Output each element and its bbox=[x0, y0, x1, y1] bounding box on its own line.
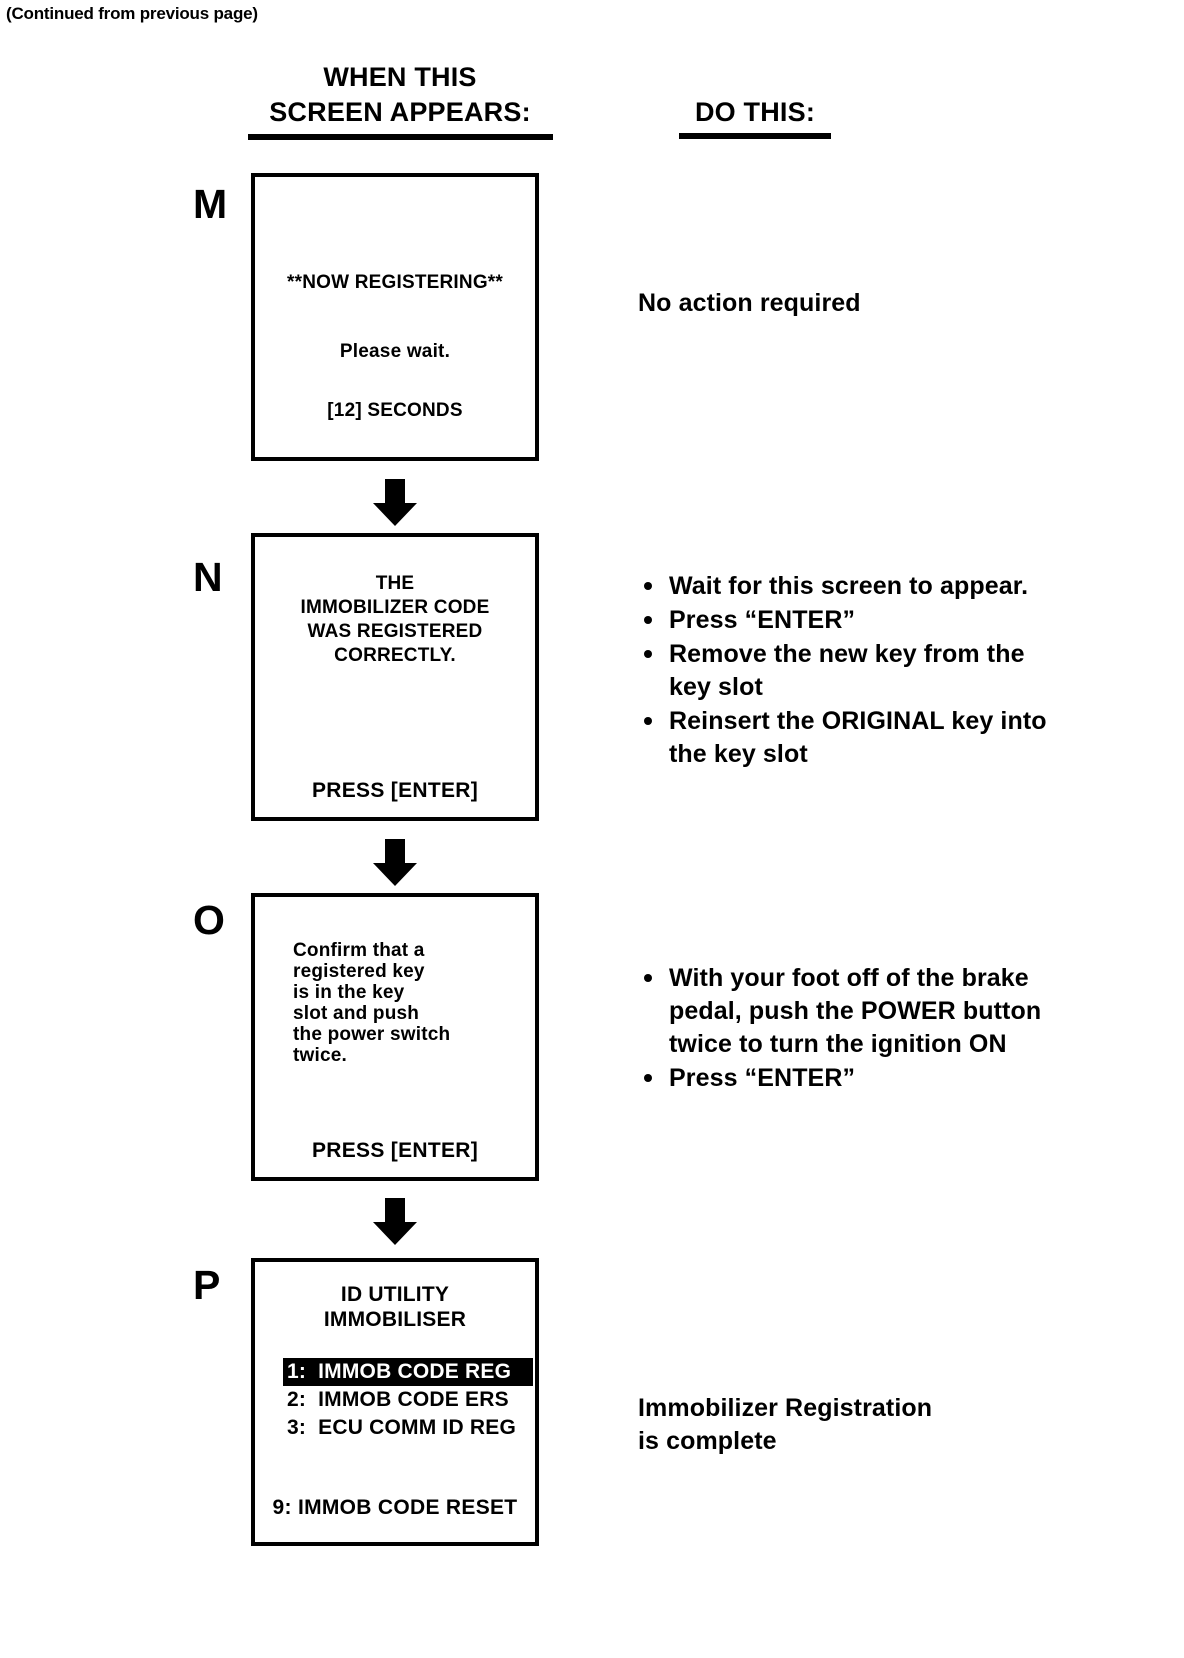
screen-o-line-1: Confirm that a bbox=[293, 940, 425, 961]
screen-n-line-4: CORRECTLY. bbox=[334, 645, 456, 666]
screen-o-line-2: registered key bbox=[293, 961, 425, 982]
bullet-icon bbox=[644, 717, 652, 725]
menu-item-immob-code-reset[interactable]: 9: IMMOB CODE RESET bbox=[272, 1496, 518, 1519]
instruction-o-item-2: Press “ENTER” bbox=[638, 1062, 1068, 1095]
screen-m-line-2: Please wait. bbox=[339, 341, 451, 362]
screen-o-line-3: is in the key bbox=[293, 982, 405, 1003]
screen-n-line-3: WAS REGISTERED bbox=[307, 621, 483, 642]
column-header-right-label: DO THIS: bbox=[694, 97, 816, 127]
device-screen-n: THE IMMOBILIZER CODE WAS REGISTERED CORR… bbox=[251, 533, 539, 821]
menu-item-immob-code-ers[interactable]: 2: IMMOB CODE ERS bbox=[287, 1388, 509, 1412]
instruction-n-item-3: Remove the new key from the key slot bbox=[638, 638, 1058, 704]
screen-p-title-line2: IMMOBILISER bbox=[323, 1308, 467, 1331]
screen-o-line-5: the power switch bbox=[293, 1024, 451, 1045]
instruction-n-item-2: Press “ENTER” bbox=[638, 604, 1058, 637]
screen-m-line-3: [12] SECONDS bbox=[327, 400, 463, 421]
instruction-o-item-2-label: Press “ENTER” bbox=[669, 1064, 856, 1092]
column-header-do-this: DO THIS: bbox=[660, 97, 850, 139]
column-header-right-underline bbox=[679, 133, 831, 139]
instruction-n-item-4-label: Reinsert the ORIGINAL key into the key s… bbox=[669, 707, 1047, 768]
instruction-list-o: With your foot off of the brake pedal, p… bbox=[638, 962, 1068, 1096]
screen-n-footer: PRESS [ENTER] bbox=[311, 779, 479, 802]
instruction-m: No action required bbox=[638, 289, 861, 317]
column-header-left-line1: WHEN THIS bbox=[323, 62, 477, 92]
continued-from-previous-page-note: (Continued from previous page) bbox=[6, 4, 258, 23]
screen-n-line-1: THE bbox=[375, 573, 415, 594]
device-screen-o: Confirm that a registered key is in the … bbox=[251, 893, 539, 1181]
instruction-n-item-4: Reinsert the ORIGINAL key into the key s… bbox=[638, 705, 1058, 771]
down-arrow-icon-2 bbox=[372, 839, 418, 887]
bullet-icon bbox=[644, 650, 652, 658]
column-header-left-underline bbox=[247, 134, 553, 141]
step-letter-o: O bbox=[193, 897, 225, 943]
screen-m-line-1: **NOW REGISTERING** bbox=[287, 272, 503, 293]
device-screen-p: ID UTILITY IMMOBILISER 1: IMMOB CODE REG… bbox=[251, 1258, 539, 1546]
down-arrow-icon-1 bbox=[372, 479, 418, 527]
instruction-o-item-1: With your foot off of the brake pedal, p… bbox=[638, 962, 1068, 1061]
instruction-n-item-3-label: Remove the new key from the key slot bbox=[669, 640, 1025, 701]
bullet-icon bbox=[644, 974, 652, 982]
menu-item-ecu-comm-id-reg[interactable]: 3: ECU COMM ID REG bbox=[287, 1416, 516, 1440]
bullet-icon bbox=[644, 582, 652, 590]
screen-p-title-line1: ID UTILITY bbox=[340, 1283, 450, 1306]
step-letter-m: M bbox=[193, 181, 228, 227]
step-letter-n: N bbox=[193, 554, 223, 600]
instruction-p: Immobilizer Registration is complete bbox=[638, 1392, 932, 1457]
screen-o-line-6: twice. bbox=[293, 1045, 347, 1066]
down-arrow-icon-3 bbox=[372, 1198, 418, 1246]
screen-o-footer: PRESS [ENTER] bbox=[311, 1139, 479, 1162]
column-header-when-this-screen-appears: WHEN THIS SCREEN APPEARS: bbox=[240, 60, 560, 141]
screen-p-menu-list[interactable]: 1: IMMOB CODE REG 2: IMMOB CODE ERS 3: E… bbox=[283, 1358, 533, 1442]
bullet-icon bbox=[644, 616, 652, 624]
menu-item-immob-code-reg[interactable]: 1: IMMOB CODE REG bbox=[283, 1358, 533, 1387]
instruction-n-item-1-label: Wait for this screen to appear. bbox=[669, 572, 1029, 600]
device-screen-m: **NOW REGISTERING** Please wait. [12] SE… bbox=[251, 173, 539, 461]
screen-o-line-4: slot and push bbox=[293, 1003, 420, 1024]
column-header-left-line2: SCREEN APPEARS: bbox=[269, 96, 531, 127]
instruction-list-n: Wait for this screen to appear. Press “E… bbox=[638, 570, 1058, 772]
instruction-o-item-1-label: With your foot off of the brake pedal, p… bbox=[669, 964, 1042, 1058]
instruction-n-item-1: Wait for this screen to appear. bbox=[638, 570, 1058, 603]
step-letter-p: P bbox=[193, 1262, 221, 1308]
bullet-icon bbox=[644, 1074, 652, 1082]
instruction-p-line1: Immobilizer Registration bbox=[638, 1394, 933, 1422]
screen-n-line-2: IMMOBILIZER CODE bbox=[300, 597, 490, 618]
instruction-p-line2: is complete bbox=[638, 1426, 777, 1455]
instruction-n-item-2-label: Press “ENTER” bbox=[669, 606, 856, 634]
